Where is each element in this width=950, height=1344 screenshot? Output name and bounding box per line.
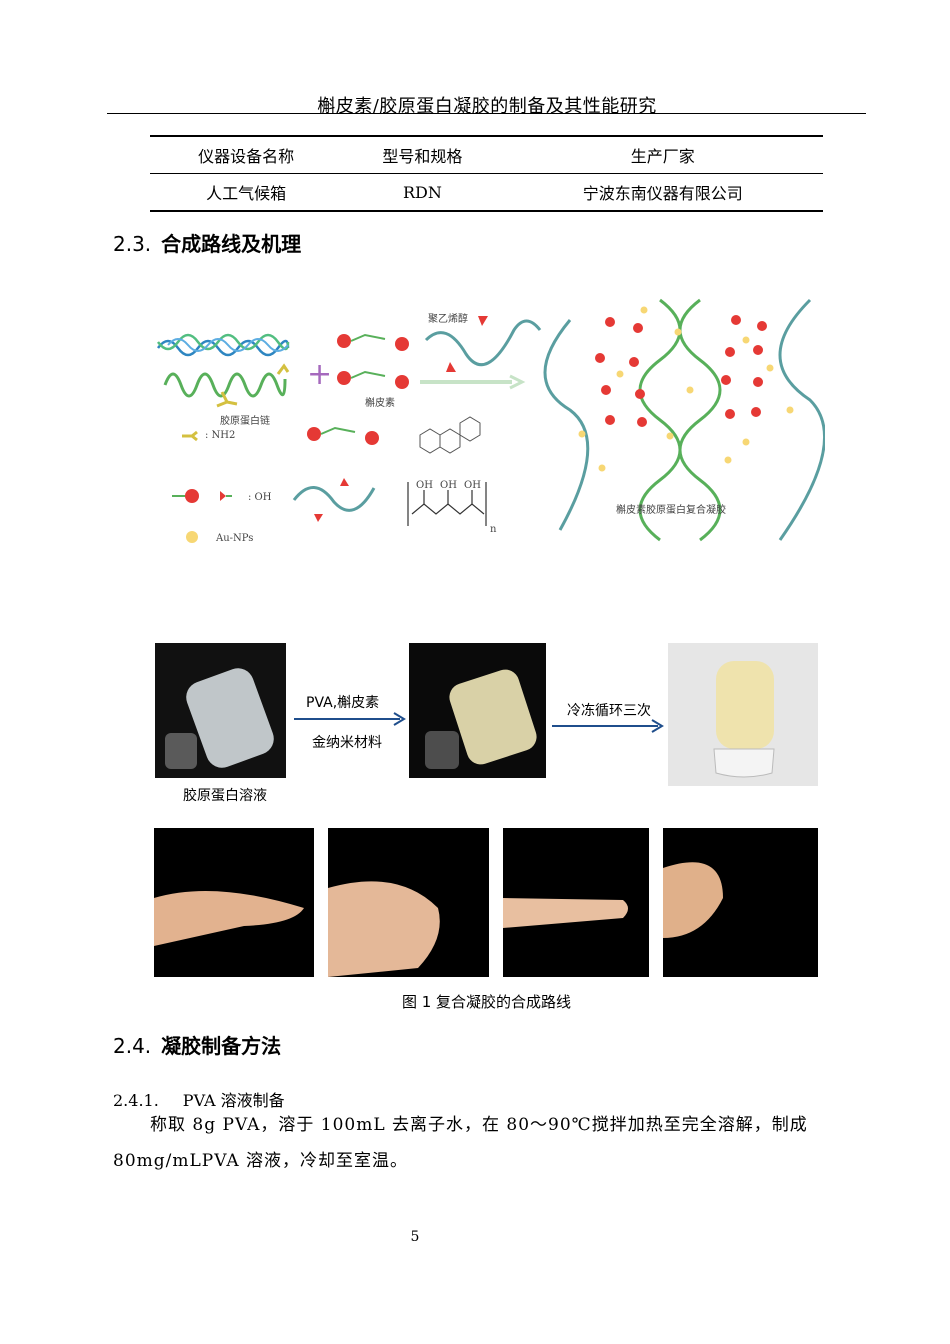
oh-group-label: OH	[440, 480, 457, 491]
section-title: 合成路线及机理	[161, 232, 302, 256]
table-cell: 人工气候箱	[150, 173, 343, 212]
equipment-table: 仪器设备名称 型号和规格 生产厂家 人工气候箱 RDN 宁波东南仪器有限公司	[150, 135, 823, 212]
gel-label: 槲皮素胶原蛋白复合凝胶	[616, 503, 726, 516]
subsection-heading-2-4-1: 2.4.1. PVA 溶液制备	[113, 1087, 285, 1111]
finger-flex-photo-3	[503, 828, 649, 977]
oh-group-label: OH	[464, 480, 481, 491]
flow-step2-label: 冷冻循环三次	[567, 703, 651, 719]
paragraph-line-1: 称取 8g PVA，溶于 100mL 去离子水，在 80～90℃搅拌加热至完全溶…	[150, 1115, 808, 1135]
composite-gel-network-icon	[543, 298, 825, 542]
figure-caption: 图 1 复合凝胶的合成路线	[401, 993, 572, 1011]
pva-unit-icon	[292, 478, 376, 522]
table-header-cell: 仪器设备名称	[150, 135, 343, 174]
table-cell: RDN	[342, 173, 503, 212]
collagen-solution-label: 胶原蛋白溶液	[183, 788, 267, 804]
reaction-arrow-icon	[420, 374, 526, 390]
flow-arrow-icon	[294, 712, 406, 726]
hydrogel-vial-photo	[668, 643, 818, 786]
quercetin-structure-icon	[419, 416, 481, 454]
section-number: 2.4.	[113, 1034, 152, 1058]
table-cell: 宁波东南仪器有限公司	[502, 173, 823, 212]
subsection-title: PVA 溶液制备	[182, 1091, 285, 1110]
finger-flex-photo-1	[154, 828, 314, 977]
header-rule	[107, 113, 866, 114]
flow-step1-label: PVA,槲皮素	[306, 695, 380, 711]
finger-flex-photo-4	[663, 828, 818, 977]
oh-legend-icon	[172, 489, 232, 503]
running-header: 槲皮素/胶原蛋白凝胶的制备及其性能研究	[317, 96, 657, 117]
table-row: 人工气候箱 RDN 宁波东南仪器有限公司	[150, 173, 823, 212]
table-header-cell: 型号和规格	[342, 135, 503, 174]
flow-arrow-icon	[552, 719, 664, 733]
table-header-row: 仪器设备名称 型号和规格 生产厂家	[150, 135, 823, 174]
plus-icon: +	[307, 357, 332, 392]
synthesis-scheme-diagram: 胶原蛋白链 : NH2 + 槲皮素 聚乙烯醇 : OH	[156, 298, 825, 544]
quercetin-molecule-icon	[307, 333, 409, 445]
collagen-solution-photo	[155, 643, 286, 778]
page-number: 5	[410, 1229, 420, 1245]
section-number: 2.3.	[113, 232, 152, 256]
collagen-helix-icon	[156, 333, 290, 357]
pva-chain-icon	[424, 316, 542, 372]
finger-flex-photo-2	[328, 828, 489, 977]
collagen-chain-icon	[163, 363, 290, 408]
mixed-solution-photo	[409, 643, 546, 778]
pva-repeat-unit-icon	[407, 482, 487, 526]
quercetin-label: 槲皮素	[365, 396, 395, 409]
subscript-n: n	[490, 524, 497, 535]
oh-label: : OH	[248, 492, 272, 503]
au-label: Au-NPs	[215, 533, 253, 544]
oh-group-label: OH	[416, 480, 433, 491]
flow-step1-label-2: 金纳米材料	[312, 735, 382, 751]
nh2-label: : NH2	[205, 430, 235, 441]
nh2-legend-icon	[182, 430, 198, 442]
section-heading-2-4: 2.4. 凝胶制备方法	[113, 1030, 281, 1059]
section-heading-2-3: 2.3. 合成路线及机理	[113, 228, 301, 257]
paragraph-line-2: 80mg/mLPVA 溶液，冷却至室温。	[113, 1151, 409, 1171]
section-title: 凝胶制备方法	[161, 1034, 282, 1058]
gold-nanoparticle-icon	[186, 531, 198, 543]
subsection-number: 2.4.1.	[113, 1091, 159, 1110]
table-header-cell: 生产厂家	[502, 135, 823, 174]
collagen-label: 胶原蛋白链	[220, 414, 270, 427]
pva-label: 聚乙烯醇	[428, 312, 468, 325]
